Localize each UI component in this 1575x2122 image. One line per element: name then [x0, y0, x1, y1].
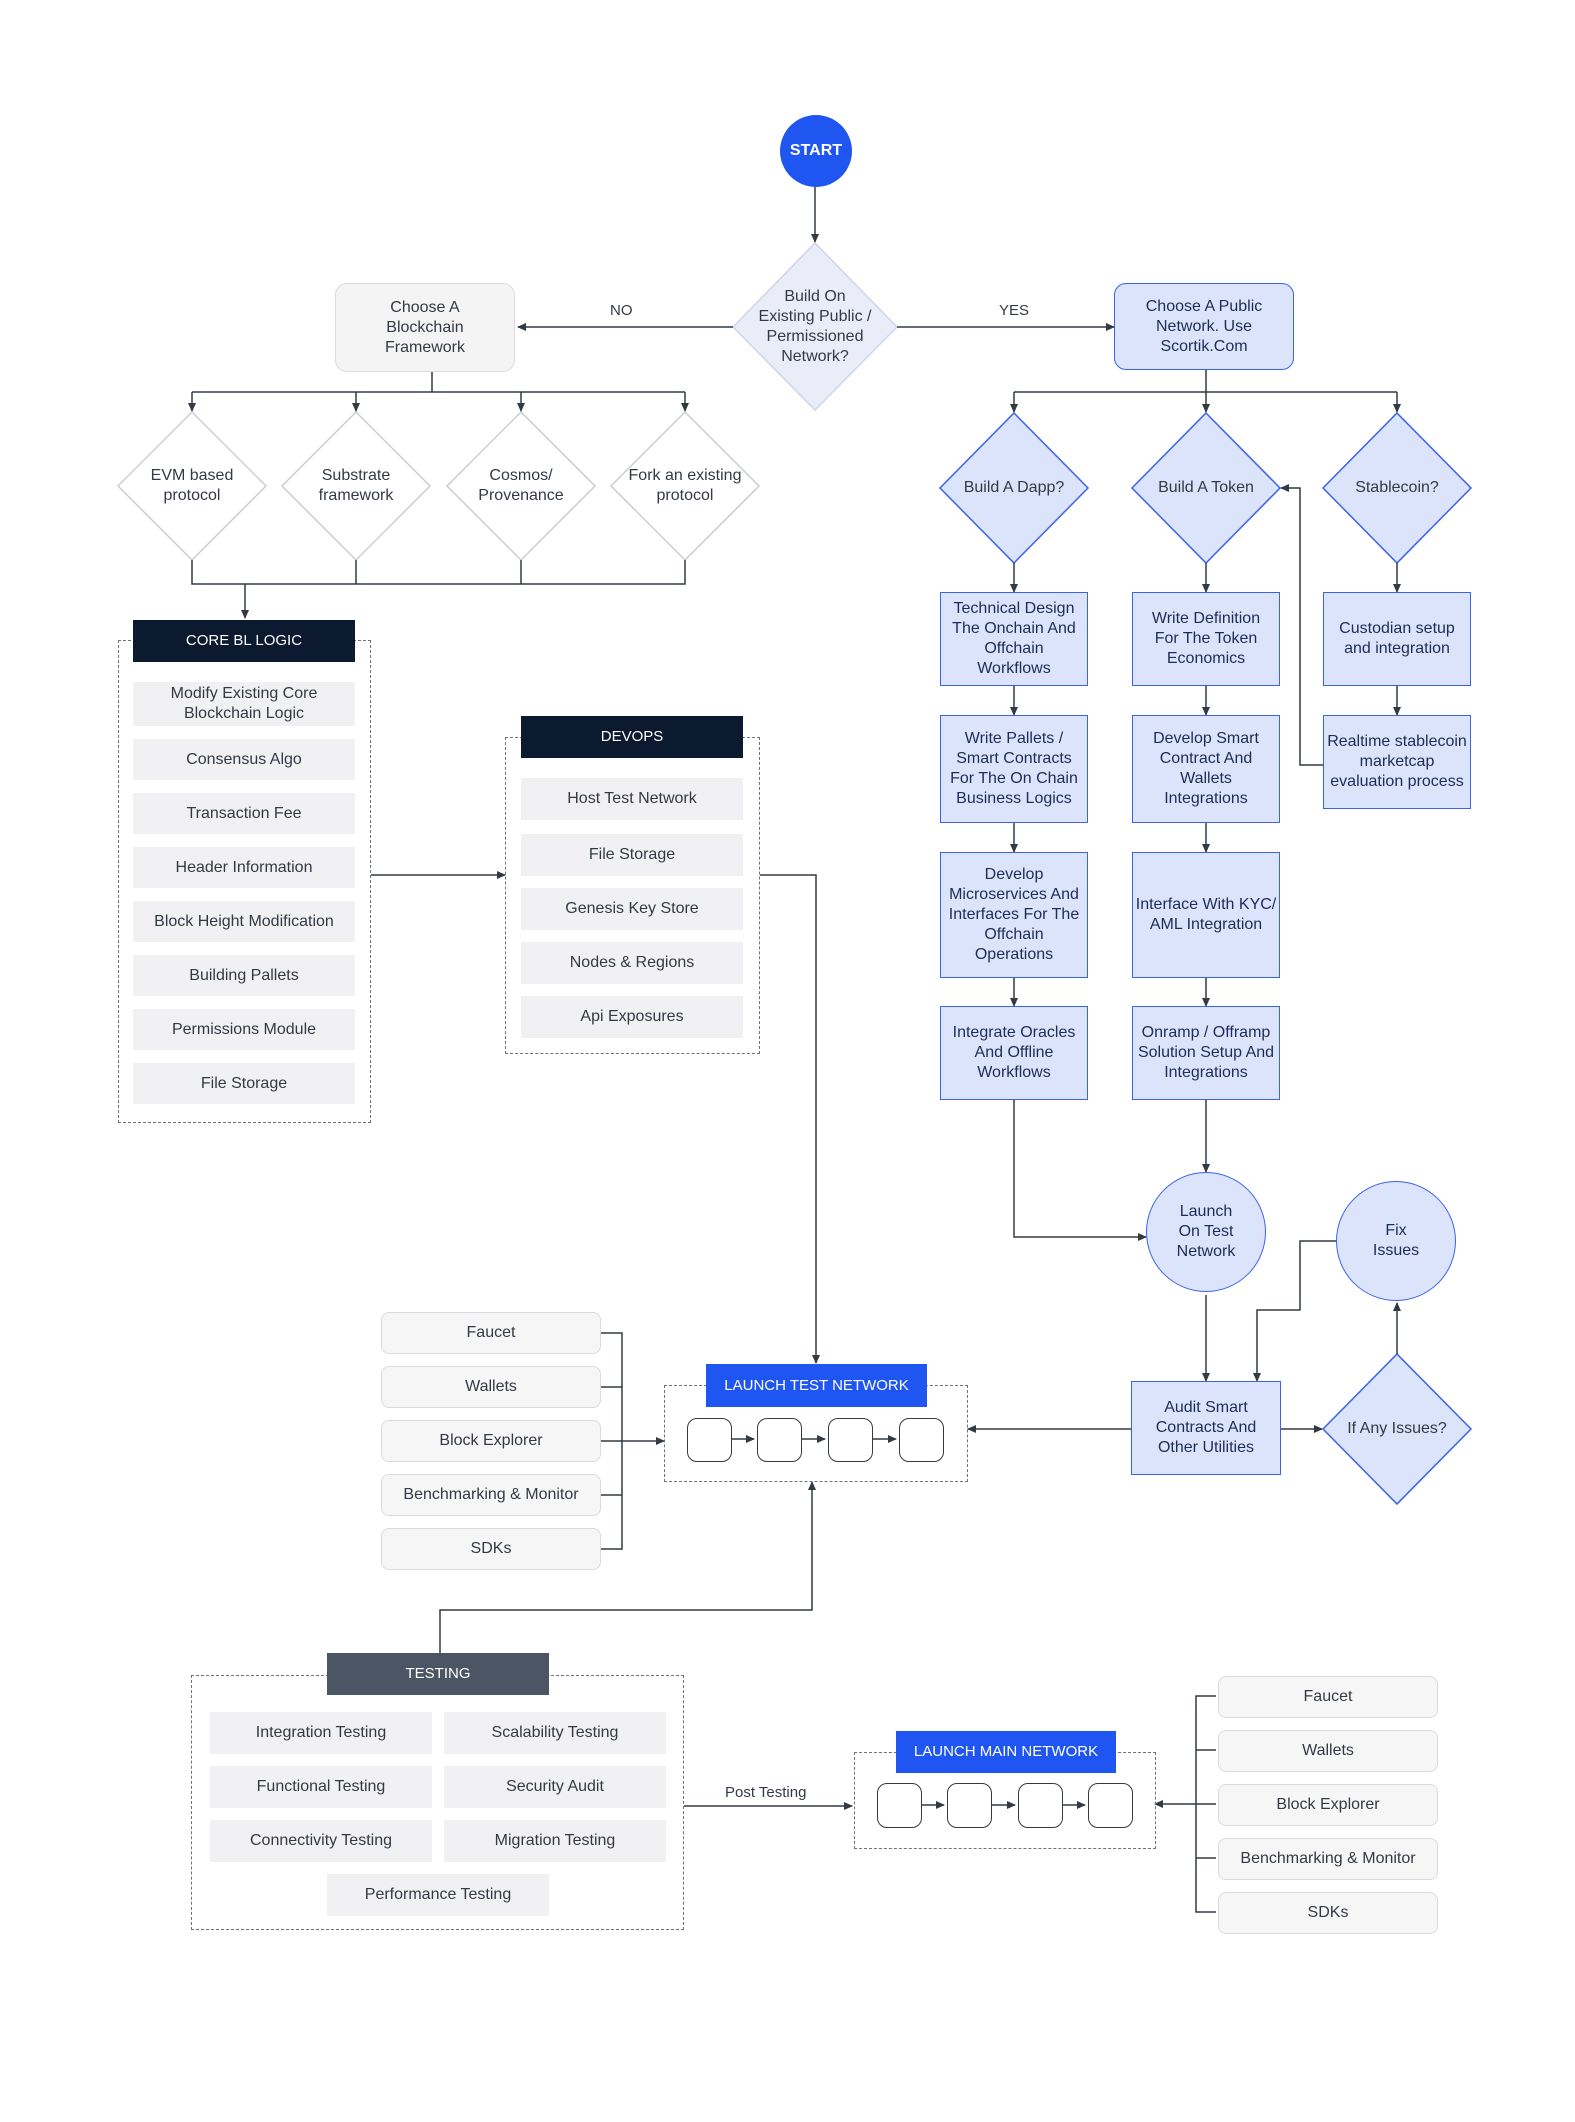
dapp-step-write-pallets: Write Pallets / Smart Contracts For The …	[940, 715, 1088, 823]
testing-item: Security Audit	[444, 1766, 666, 1808]
dapp-step-technical-design: Technical Design The Onchain And Offchai…	[940, 592, 1088, 686]
testing-item: Performance Testing	[327, 1874, 549, 1916]
testing-item: Scalability Testing	[444, 1712, 666, 1754]
core-bl-item: Header Information	[133, 847, 355, 888]
pipeline-step	[947, 1783, 992, 1828]
pipeline-step	[899, 1418, 944, 1462]
pipeline-step	[687, 1418, 732, 1462]
core-bl-header: CORE BL LOGIC	[133, 620, 355, 662]
tool-item: Faucet	[381, 1312, 601, 1354]
testing-item: Migration Testing	[444, 1820, 666, 1862]
testing-header: TESTING	[327, 1653, 549, 1695]
decision-existing-label: Build On Existing Public / Permissioned …	[758, 288, 872, 365]
devops-header: DEVOPS	[521, 716, 743, 758]
devops-item: Genesis Key Store	[521, 888, 743, 930]
devops-item: Nodes & Regions	[521, 942, 743, 984]
tool-item: Block Explorer	[1218, 1784, 1438, 1826]
launch-on-test-network-node: Launch On Test Network	[1146, 1172, 1266, 1292]
fix-issues-node: Fix Issues	[1336, 1181, 1456, 1301]
core-bl-item: Building Pallets	[133, 955, 355, 996]
dapp-step-oracles: Integrate Oracles And Offline Workflows	[940, 1006, 1088, 1100]
pipeline-step	[877, 1783, 922, 1828]
pipeline-step	[1018, 1783, 1063, 1828]
token-step-smart-contract: Develop Smart Contract And Wallets Integ…	[1132, 715, 1280, 823]
fork-label: Fork an existing protocol	[628, 467, 742, 504]
core-bl-item: File Storage	[133, 1063, 355, 1104]
substrate-label: Substrate framework	[318, 467, 394, 504]
token-step-onramp: Onramp / Offramp Solution Setup And Inte…	[1132, 1006, 1280, 1100]
token-step-definition: Write Definition For The Token Economics	[1132, 592, 1280, 686]
tool-item: Block Explorer	[381, 1420, 601, 1462]
core-bl-item: Permissions Module	[133, 1009, 355, 1050]
decision-existing-diamond	[731, 241, 899, 412]
launch-main-network-header: LAUNCH MAIN NETWORK	[896, 1731, 1116, 1773]
pipeline-step	[757, 1418, 802, 1462]
choose-public-network-node: Choose A Public Network. Use Scortik.Com	[1114, 283, 1294, 370]
evm-label: EVM based protocol	[150, 467, 234, 504]
core-bl-item: Block Height Modification	[133, 901, 355, 942]
dapp-step-microservices: Develop Microservices And Interfaces For…	[940, 852, 1088, 978]
edge-label-yes: YES	[999, 302, 1030, 319]
tool-item: Benchmarking & Monitor	[1218, 1838, 1438, 1880]
core-bl-item: Modify Existing Core Blockchain Logic	[133, 682, 355, 726]
tool-item: Wallets	[1218, 1730, 1438, 1772]
devops-item: Host Test Network	[521, 778, 743, 820]
testing-item: Connectivity Testing	[210, 1820, 432, 1862]
core-bl-item: Consensus Algo	[133, 739, 355, 780]
issues-label: If Any Issues?	[1347, 1420, 1447, 1437]
stablecoin-step-custodian: Custodian setup and integration	[1323, 592, 1471, 686]
pipeline-step	[828, 1418, 873, 1462]
tool-item: SDKs	[381, 1528, 601, 1570]
tool-item: SDKs	[1218, 1892, 1438, 1934]
tool-item: Benchmarking & Monitor	[381, 1474, 601, 1516]
dapp-label: Build A Dapp?	[963, 479, 1065, 496]
token-label: Build A Token	[1158, 479, 1254, 496]
pipeline-step	[1088, 1783, 1133, 1828]
tool-item: Faucet	[1218, 1676, 1438, 1718]
cosmos-label: Cosmos/ Provenance	[478, 467, 564, 504]
token-step-kyc-aml: Interface With KYC/ AML Integration	[1132, 852, 1280, 978]
tool-item: Wallets	[381, 1366, 601, 1408]
choose-framework-node: Choose A Blockchain Framework	[335, 283, 515, 372]
edge-label-no: NO	[610, 302, 633, 319]
testing-item: Functional Testing	[210, 1766, 432, 1808]
edge-label-post-testing: Post Testing	[725, 1784, 807, 1801]
start-node: START	[780, 115, 852, 187]
launch-test-network-header: LAUNCH TEST NETWORK	[706, 1364, 927, 1407]
testing-item: Integration Testing	[210, 1712, 432, 1754]
devops-item: Api Exposures	[521, 996, 743, 1038]
stablecoin-label: Stablecoin?	[1355, 479, 1439, 496]
stablecoin-step-marketcap: Realtime stablecoin marketcap evaluation…	[1323, 715, 1471, 809]
audit-node: Audit Smart Contracts And Other Utilitie…	[1131, 1381, 1281, 1475]
issues-diamond	[1321, 1352, 1473, 1506]
devops-item: File Storage	[521, 834, 743, 876]
core-bl-item: Transaction Fee	[133, 793, 355, 834]
